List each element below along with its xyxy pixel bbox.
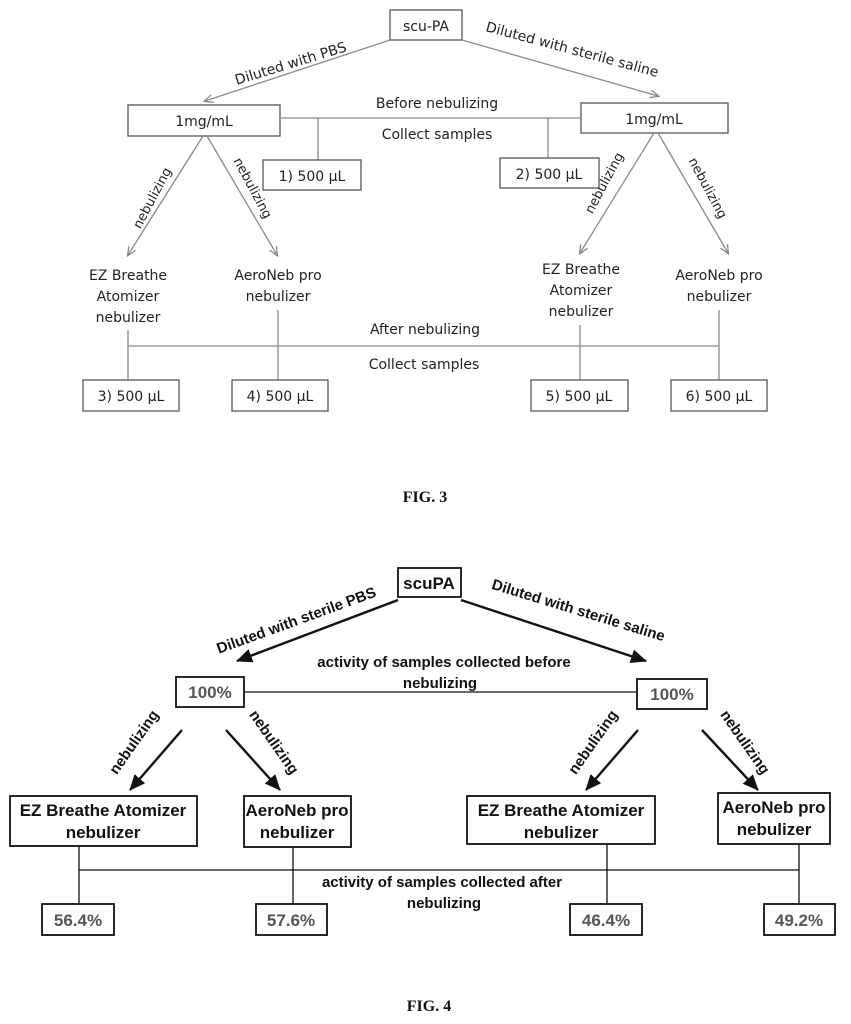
fig4-device-a-left-line2: nebulizer bbox=[66, 823, 141, 842]
fig4-device-b-left-line2: nebulizer bbox=[260, 823, 335, 842]
fig4-before-label-line2: nebulizing bbox=[403, 675, 477, 692]
fig4-result-1-box bbox=[41, 903, 115, 936]
fig4-before-label-line1: activity of samples collected before bbox=[317, 654, 570, 671]
fig4-device-b-right-box bbox=[717, 792, 831, 845]
fig4-result-2: 57.6% bbox=[267, 911, 315, 930]
fig3-sample-2-box bbox=[499, 157, 600, 189]
fig4-arrow-neb-4 bbox=[701, 729, 759, 791]
fig4-left-edge-label: Diluted with sterile PBS bbox=[214, 584, 378, 658]
fig3-sample-1-box bbox=[262, 159, 362, 191]
fig3-left-edge-label: Diluted with PBS bbox=[233, 40, 348, 89]
fig3-device-b-right-line2: nebulizer bbox=[687, 289, 752, 305]
fig3-left-conc-box bbox=[127, 104, 281, 137]
fig3-device-a-left: EZ Breathe Atomizer nebulizer bbox=[89, 268, 167, 326]
fig4-neb-label-4: nebulizing bbox=[716, 707, 772, 778]
fig4-arrow-right-dilution bbox=[460, 598, 647, 663]
fig3-device-b-left-line2: nebulizer bbox=[246, 289, 311, 305]
fig4-device-b-left-line1: AeroNeb pro bbox=[246, 801, 349, 820]
fig3-device-a-left-line1: EZ Breathe bbox=[89, 268, 167, 284]
fig4-caption: FIG. 4 bbox=[407, 998, 451, 1015]
fig3-device-a-left-line3: nebulizer bbox=[96, 310, 161, 326]
fig3-sample-4-box bbox=[231, 379, 329, 412]
fig3-right-conc-box bbox=[580, 102, 729, 134]
fig4-device-b-right-line2: nebulizer bbox=[737, 820, 812, 839]
fig3-arrow-neb-2 bbox=[206, 135, 277, 255]
fig4-after-label-line1: activity of samples collected after bbox=[322, 874, 562, 891]
fig3-before-label: Before nebulizing bbox=[376, 96, 498, 112]
fig3-sample-3: 3) 500 μL bbox=[98, 389, 165, 405]
fig3-caption: FIG. 3 bbox=[403, 489, 447, 506]
fig3-sample-4: 4) 500 μL bbox=[247, 389, 314, 405]
fig3-sample-5: 5) 500 μL bbox=[546, 389, 613, 405]
fig3-diagram: scu-PA Diluted with PBS Diluted with ste… bbox=[82, 9, 768, 506]
fig3-sample-2: 2) 500 μL bbox=[516, 167, 583, 183]
fig4-device-a-left-line1: EZ Breathe Atomizer bbox=[20, 801, 187, 820]
fig3-sample-6-box bbox=[670, 379, 768, 412]
fig4-device-a-right-line2: nebulizer bbox=[524, 823, 599, 842]
fig3-left-conc: 1mg/mL bbox=[175, 114, 233, 130]
fig4-root-label: scuPA bbox=[403, 574, 455, 593]
fig3-device-b-left-line1: AeroNeb pro bbox=[234, 268, 321, 284]
fig3-neb-label-1: nebulizing bbox=[131, 165, 176, 231]
fig4-neb-label-2: nebulizing bbox=[245, 707, 301, 778]
fig4-arrow-left-dilution bbox=[236, 598, 399, 663]
fig3-arrow-right-dilution bbox=[461, 39, 658, 96]
fig3-arrow-neb-3 bbox=[580, 132, 655, 253]
fig4-right-activity-box bbox=[636, 678, 708, 710]
fig4-right-activity: 100% bbox=[650, 685, 693, 704]
fig3-arrow-left-dilution bbox=[205, 39, 391, 101]
fig4-arrow-neb-3 bbox=[585, 729, 639, 791]
fig4-diagram: scuPA Diluted with sterile PBS Diluted w… bbox=[9, 567, 836, 1015]
fig4-neb-label-1: nebulizing bbox=[106, 707, 162, 778]
fig4-arrow-neb-1 bbox=[129, 729, 183, 791]
fig4-arrow-neb-2 bbox=[225, 729, 281, 791]
fig4-device-a-left-box bbox=[9, 795, 198, 847]
fig4-left-activity: 100% bbox=[188, 683, 231, 702]
fig3-sample-1: 1) 500 μL bbox=[279, 169, 346, 185]
fig3-device-a-left-line2: Atomizer bbox=[97, 289, 160, 305]
fig3-sample-3-box bbox=[82, 379, 180, 412]
fig4-root-box bbox=[397, 567, 462, 598]
fig3-device-a-right-line2: Atomizer bbox=[550, 283, 613, 299]
fig3-sample-5-box bbox=[530, 379, 629, 412]
fig3-sample-6: 6) 500 μL bbox=[686, 389, 753, 405]
fig3-arrow-neb-4 bbox=[657, 132, 728, 253]
fig4-left-activity-box bbox=[175, 676, 245, 708]
fig4-result-1: 56.4% bbox=[54, 911, 102, 930]
fig4-neb-label-3: nebulizing bbox=[565, 707, 621, 778]
fig4-result-4-box bbox=[763, 903, 836, 936]
fig3-neb-label-4: nebulizing bbox=[685, 155, 730, 221]
fig3-arrow-neb-1 bbox=[128, 135, 204, 255]
fig3-collect-label-1: Collect samples bbox=[382, 127, 493, 143]
fig4-device-b-left-box bbox=[243, 795, 352, 848]
fig3-device-a-right: EZ Breathe Atomizer nebulizer bbox=[542, 262, 620, 320]
fig4-device-a-right-line1: EZ Breathe Atomizer bbox=[478, 801, 645, 820]
fig4-after-label-line2: nebulizing bbox=[407, 895, 481, 912]
fig3-collect-label-2: Collect samples bbox=[369, 357, 480, 373]
fig3-device-a-right-line1: EZ Breathe bbox=[542, 262, 620, 278]
fig3-right-conc: 1mg/mL bbox=[625, 112, 683, 128]
fig4-device-a-right-box bbox=[466, 795, 656, 845]
fig4-result-2-box bbox=[255, 903, 328, 936]
fig4-result-3-box bbox=[569, 903, 643, 936]
fig4-result-3: 46.4% bbox=[582, 911, 630, 930]
fig3-device-a-right-line3: nebulizer bbox=[549, 304, 614, 320]
fig3-device-b-left: AeroNeb pro nebulizer bbox=[234, 268, 321, 305]
fig3-device-b-right: AeroNeb pro nebulizer bbox=[675, 268, 762, 305]
fig4-device-b-right-line1: AeroNeb pro bbox=[723, 798, 826, 817]
fig4-right-edge-label: Diluted with sterile saline bbox=[490, 576, 667, 645]
fig3-root-box bbox=[389, 9, 463, 41]
fig3-root-label: scu-PA bbox=[403, 19, 449, 35]
fig3-after-label: After nebulizing bbox=[370, 322, 480, 338]
fig3-device-b-right-line1: AeroNeb pro bbox=[675, 268, 762, 284]
fig4-result-4: 49.2% bbox=[775, 911, 823, 930]
